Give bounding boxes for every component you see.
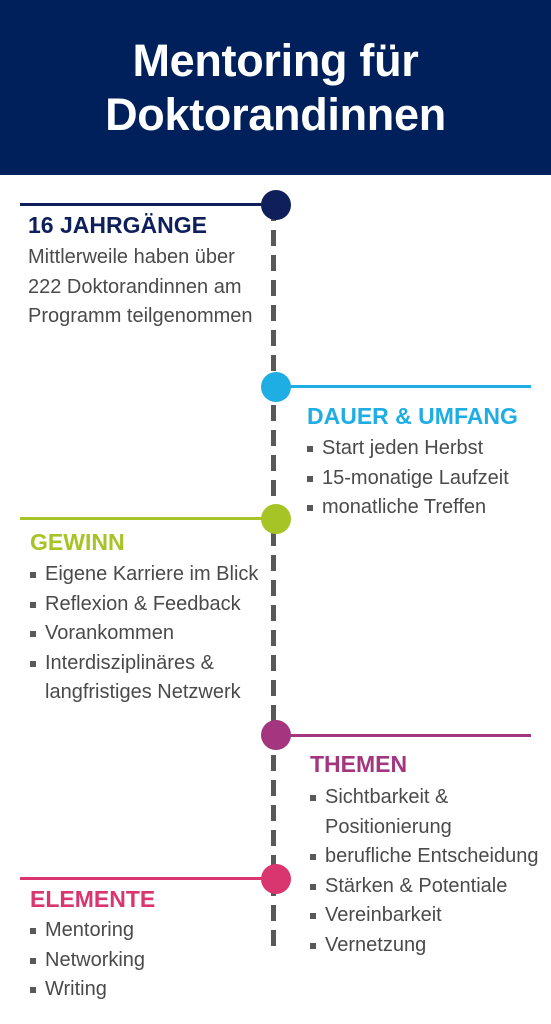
list-item: Vorankommen (30, 619, 262, 649)
list-item: Eigene Karriere im Blick (30, 560, 262, 590)
section-title-jahrgaenge: 16 JAHRGÄNGE (28, 212, 207, 238)
header-banner: Mentoring für Doktorandinnen (0, 0, 551, 175)
list-item: Stärken & Potentiale (310, 872, 546, 902)
connector-jahrgaenge (20, 203, 275, 206)
list-item: Mentoring (30, 916, 262, 946)
timeline-dot-jahrgaenge (261, 190, 291, 220)
list-item: Start jeden Herbst (307, 434, 547, 464)
section-title-themen: THEMEN (310, 751, 408, 777)
timeline-line (271, 205, 276, 950)
bullet-list-elemente: Mentoring Networking Writing (30, 916, 262, 1005)
connector-themen (276, 734, 531, 737)
list-item: Reflexion & Feedback (30, 590, 262, 620)
timeline-dot-gewinn (261, 504, 291, 534)
section-title-gewinn: GEWINN (30, 529, 125, 555)
connector-gewinn (20, 517, 275, 520)
section-text-jahrgaenge: Mittlerweile haben über 222 Doktorandinn… (28, 246, 253, 327)
list-item: 15-monatige Laufzeit (307, 464, 547, 494)
bullet-list-themen: Sichtbarkeit & Positionierung berufliche… (310, 783, 546, 960)
bullet-list-dauer: Start jeden Herbst 15-monatige Laufzeit … (307, 434, 547, 523)
timeline-dot-dauer (261, 372, 291, 402)
connector-dauer (276, 385, 531, 388)
bullet-list-gewinn: Eigene Karriere im Blick Reflexion & Fee… (30, 560, 262, 708)
list-item: berufliche Entscheidung (310, 842, 546, 872)
timeline-dot-elemente (261, 864, 291, 894)
list-item: Networking (30, 946, 262, 976)
connector-elemente (20, 877, 275, 880)
timeline-dot-themen (261, 720, 291, 750)
list-item: Vereinbarkeit (310, 901, 546, 931)
list-item: Vernetzung (310, 931, 546, 961)
list-item: monatliche Treffen (307, 493, 547, 523)
list-item: Interdisziplinäres & langfristiges Netzw… (30, 649, 262, 708)
list-item: Writing (30, 975, 262, 1005)
section-title-elemente: ELEMENTE (30, 886, 156, 912)
section-title-dauer: DAUER & UMFANG (307, 403, 518, 429)
page-title: Mentoring für Doktorandinnen (105, 34, 446, 140)
list-item: Sichtbarkeit & Positionierung (310, 783, 546, 842)
